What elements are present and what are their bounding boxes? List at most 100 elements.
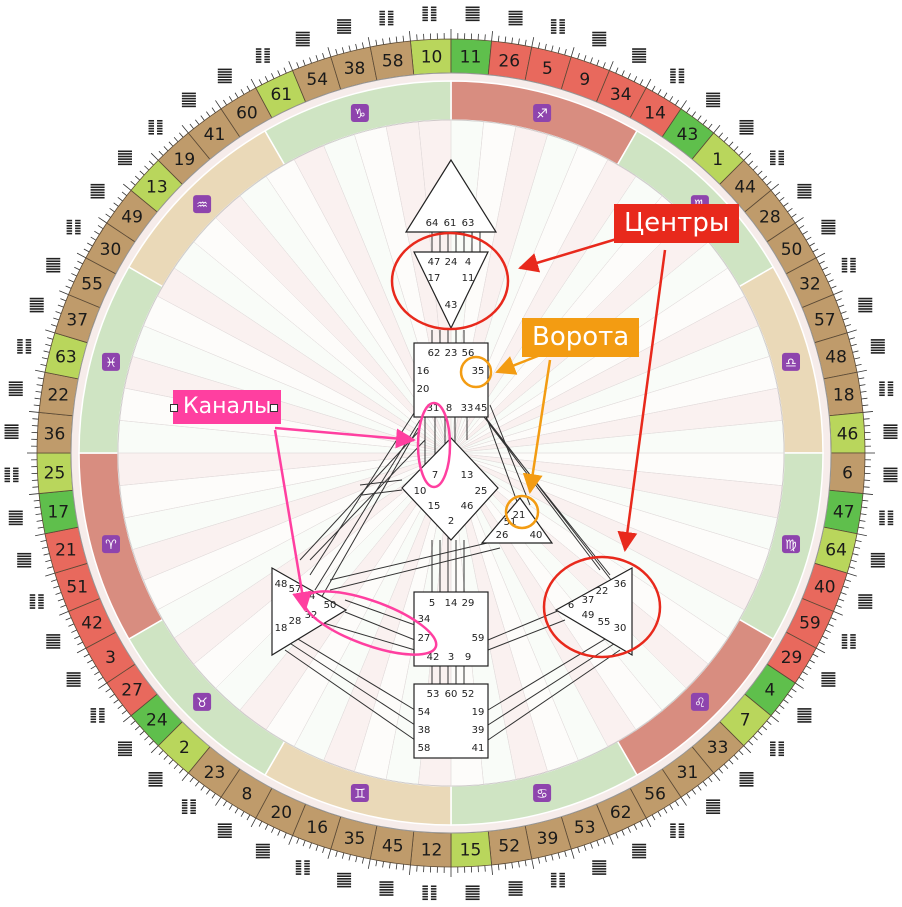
gate-number: 1 — [712, 150, 723, 170]
tick — [134, 175, 141, 181]
gate-number: 17 — [47, 502, 69, 522]
tick — [200, 115, 205, 121]
gate-number: 54 — [306, 70, 328, 90]
tick — [77, 641, 83, 646]
tick — [798, 225, 805, 229]
tick — [309, 842, 312, 849]
tick — [148, 160, 154, 166]
gate-number: 44 — [734, 177, 756, 197]
gate-label: 14 — [445, 598, 458, 609]
tick — [835, 298, 842, 302]
tick — [234, 807, 239, 814]
tick — [43, 553, 50, 556]
hexagram-icon — [29, 594, 44, 609]
gate-number: 9 — [579, 70, 590, 90]
tick — [74, 266, 80, 271]
tick — [633, 76, 638, 82]
hexagram-icon — [858, 594, 873, 609]
tick — [854, 357, 861, 360]
tick — [76, 252, 87, 259]
center-g — [401, 437, 499, 541]
hexagram-ring — [4, 6, 898, 901]
tick — [200, 785, 205, 791]
tick — [168, 141, 174, 147]
gate-number: 59 — [799, 614, 821, 634]
tick — [173, 763, 179, 770]
gate-number: 63 — [55, 348, 77, 368]
tick — [855, 540, 862, 543]
hexagram-icon — [508, 10, 523, 26]
gate-label: 9 — [465, 652, 471, 663]
tick — [761, 175, 768, 181]
tick — [845, 579, 851, 582]
gate-number: 58 — [382, 51, 404, 71]
hexagram-icon — [379, 10, 394, 26]
tick — [361, 857, 364, 864]
tick — [733, 146, 739, 152]
tick — [45, 343, 52, 347]
tick — [564, 49, 567, 56]
tick — [335, 850, 338, 857]
selection-handle-right[interactable] — [270, 404, 278, 412]
tick — [283, 67, 287, 74]
hexagram-icon — [841, 634, 856, 649]
hexagram-icon — [592, 860, 607, 875]
tick — [691, 789, 696, 795]
tick — [341, 852, 345, 859]
hexagram-icon — [66, 672, 81, 687]
gate-label: 2 — [448, 516, 454, 527]
tick — [33, 404, 40, 407]
tick — [657, 89, 662, 95]
tick — [206, 111, 211, 117]
tick — [35, 369, 46, 373]
gate-number: 49 — [121, 208, 143, 228]
tick — [702, 781, 707, 787]
tick — [651, 85, 656, 92]
gate-number: 14 — [644, 103, 666, 123]
tick — [144, 735, 150, 741]
tick — [848, 566, 855, 569]
gate-number: 21 — [55, 540, 77, 560]
selection-handle-left[interactable] — [170, 404, 178, 412]
tick — [59, 611, 69, 616]
tick — [686, 107, 691, 113]
gate-number: 50 — [781, 240, 803, 260]
hexagram-icon — [592, 31, 607, 47]
gate-label: 20 — [417, 384, 430, 395]
hexagram-icon — [255, 843, 270, 859]
hexagram-icon — [17, 552, 32, 568]
tick — [59, 290, 69, 295]
gate-label: 5 — [429, 598, 435, 609]
hexagram-icon — [46, 634, 61, 649]
hexagram-icon — [706, 799, 721, 815]
tick — [283, 832, 287, 839]
tick — [98, 682, 107, 689]
tick — [296, 837, 300, 844]
tick — [113, 202, 119, 207]
tick — [117, 197, 123, 202]
zodiac-sign: ♎ — [785, 356, 797, 371]
tick — [211, 107, 216, 113]
gate-number: 3 — [105, 648, 116, 668]
tick — [583, 844, 587, 851]
gate-label: 8 — [446, 403, 452, 414]
zodiac-sign: ♉ — [196, 696, 208, 711]
zodiac-sign: ♒ — [196, 198, 208, 213]
tick — [757, 170, 763, 176]
tick — [570, 849, 575, 859]
gate-number: 4 — [764, 680, 775, 700]
tick — [271, 73, 275, 79]
tick — [686, 793, 691, 799]
gate-label: 39 — [472, 725, 485, 736]
tick — [779, 197, 785, 202]
tick — [805, 665, 812, 670]
tick — [669, 804, 674, 810]
gate-highlight-21 — [504, 494, 540, 530]
tick — [335, 49, 338, 56]
gate-number: 30 — [100, 240, 122, 260]
tick — [852, 350, 859, 353]
tick — [402, 864, 405, 871]
tick — [733, 754, 739, 760]
gate-number: 23 — [204, 763, 226, 783]
